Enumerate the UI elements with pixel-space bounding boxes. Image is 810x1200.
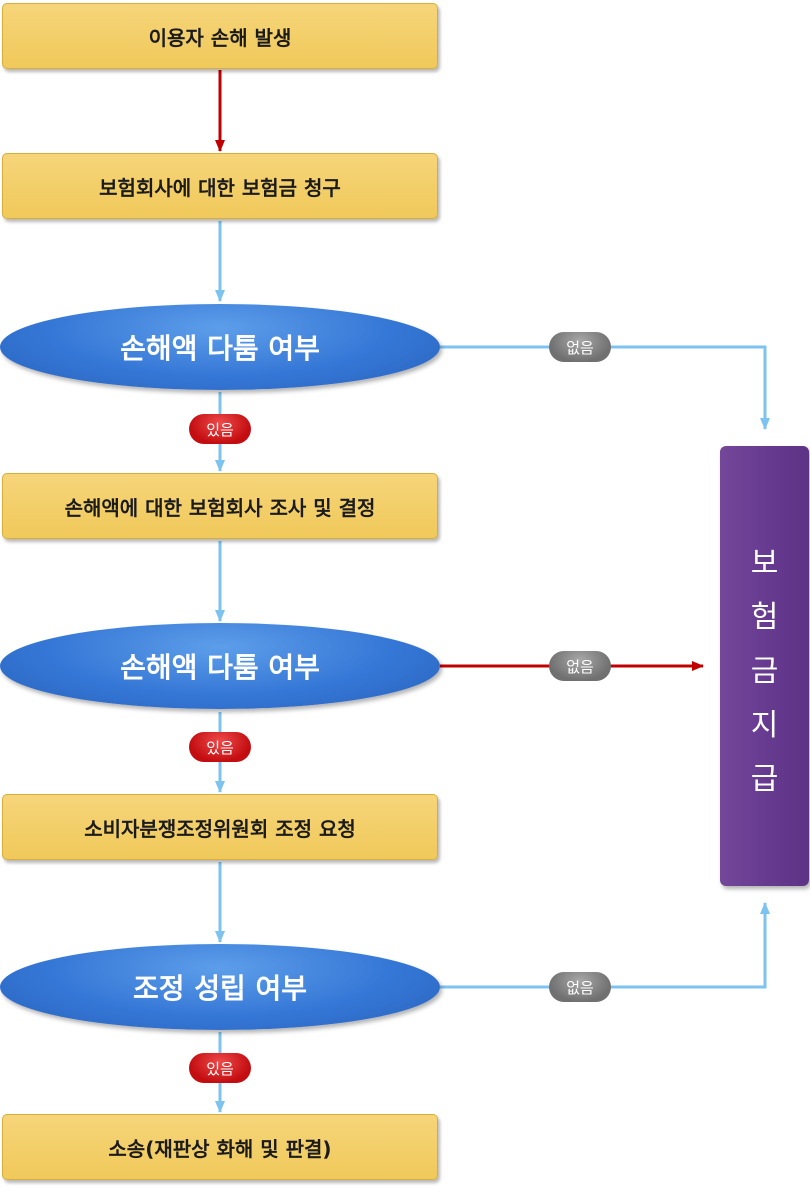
decision-loss-dispute-1: 손해액 다툼 여부 (0, 304, 440, 390)
result-char-3: 금 (750, 654, 779, 689)
result-char-5: 급 (750, 762, 779, 797)
step-mediation-request: 소비자분쟁조정위원회 조정 요청 (2, 794, 438, 860)
no-badge-1: 없음 (549, 332, 611, 362)
yes-badge-1: 있음 (189, 414, 251, 444)
step-lawsuit: 소송(재판상 화해 및 판결) (2, 1114, 438, 1180)
result-char-2: 험 (750, 600, 779, 635)
arrow-decision3-no-to-result (440, 902, 770, 989)
decision-mediation-success: 조정 성립 여부 (0, 944, 440, 1030)
step-loss-occurs: 이용자 손해 발생 (2, 3, 438, 69)
step-insurer-investigation: 손해액에 대한 보험회사 조사 및 결정 (2, 473, 438, 539)
decision-loss-dispute-2: 손해액 다툼 여부 (0, 623, 440, 709)
yes-badge-3: 있음 (189, 1053, 251, 1083)
no-badge-2: 없음 (549, 651, 611, 681)
step-insurance-claim: 보험회사에 대한 보험금 청구 (2, 153, 438, 219)
result-char-1: 보 (750, 546, 779, 581)
arrow-decision1-no-to-result (440, 345, 770, 430)
no-badge-3: 없음 (549, 972, 611, 1002)
yes-badge-2: 있음 (189, 732, 251, 762)
result-char-4: 지 (750, 708, 779, 743)
result-insurance-payment: 보 험 금 지 급 (720, 446, 809, 886)
